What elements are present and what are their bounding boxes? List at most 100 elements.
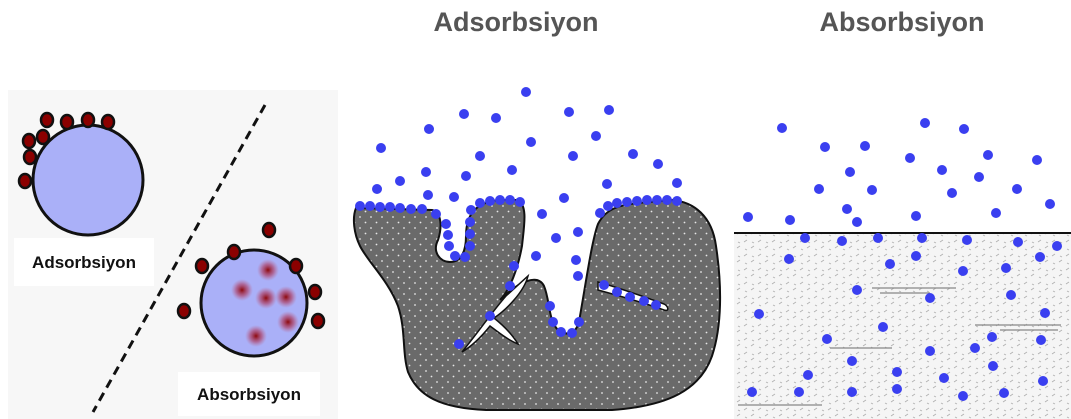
molecule xyxy=(820,142,830,152)
molecule xyxy=(461,171,471,181)
center-title: Adsorbsiyon xyxy=(433,7,598,37)
molecule xyxy=(625,292,635,302)
molecule xyxy=(564,107,574,117)
molecule xyxy=(988,361,998,371)
particle xyxy=(245,325,267,347)
molecule xyxy=(537,209,547,219)
molecule xyxy=(939,373,949,383)
molecule xyxy=(905,153,915,163)
molecule xyxy=(911,211,921,221)
molecule xyxy=(599,280,609,290)
molecule xyxy=(395,203,405,213)
molecule xyxy=(443,230,453,240)
molecule xyxy=(784,254,794,264)
molecule xyxy=(867,185,877,195)
molecule xyxy=(852,217,862,227)
particle xyxy=(257,259,279,281)
molecule xyxy=(376,143,386,153)
molecule xyxy=(444,241,454,251)
molecule xyxy=(837,236,847,246)
molecule xyxy=(505,281,515,291)
molecule xyxy=(507,165,517,175)
molecule xyxy=(947,188,957,198)
molecule xyxy=(567,328,577,338)
molecule xyxy=(628,149,638,159)
center-panel: Adsorbsiyon xyxy=(354,7,720,410)
molecule xyxy=(454,339,464,349)
molecule xyxy=(1001,263,1011,273)
molecule xyxy=(485,196,495,206)
molecule xyxy=(423,190,433,200)
molecule xyxy=(505,195,515,205)
molecule xyxy=(803,370,813,380)
molecule xyxy=(421,167,431,177)
molecule xyxy=(785,215,795,225)
molecule xyxy=(639,296,649,306)
particle xyxy=(309,285,321,299)
particle xyxy=(263,223,275,237)
molecule xyxy=(794,387,804,397)
molecule xyxy=(845,167,855,177)
molecule xyxy=(892,384,902,394)
molecule xyxy=(375,202,385,212)
molecule xyxy=(1013,237,1023,247)
molecule xyxy=(800,233,810,243)
right-title: Absorbsiyon xyxy=(819,7,984,37)
adsorbent-sphere xyxy=(33,125,143,235)
particle xyxy=(19,174,31,188)
molecule xyxy=(962,235,972,245)
molecule xyxy=(491,113,501,123)
molecule xyxy=(441,219,451,229)
molecule xyxy=(983,150,993,160)
molecule xyxy=(911,251,921,261)
molecule xyxy=(958,391,968,401)
particle xyxy=(102,115,114,129)
molecule xyxy=(602,179,612,189)
particle xyxy=(255,287,277,309)
particle xyxy=(228,245,240,259)
molecule xyxy=(545,301,555,311)
molecule xyxy=(1012,184,1022,194)
molecule xyxy=(365,201,375,211)
molecule xyxy=(754,309,764,319)
molecule xyxy=(574,317,584,327)
particle xyxy=(61,115,73,129)
molecule xyxy=(777,123,787,133)
molecule xyxy=(449,192,459,202)
molecule xyxy=(920,118,930,128)
gas-molecules xyxy=(743,118,1055,227)
molecule xyxy=(573,271,583,281)
adsorption-label: Adsorbsiyon xyxy=(32,253,136,272)
molecule xyxy=(959,124,969,134)
molecule xyxy=(515,197,525,207)
left-panel: Adsorbsiyon Absorbs xyxy=(8,90,338,419)
molecule xyxy=(559,193,569,203)
molecule xyxy=(662,195,672,205)
molecule xyxy=(591,131,601,141)
molecule xyxy=(892,367,902,377)
molecule xyxy=(651,300,661,310)
molecule xyxy=(595,208,605,218)
particle xyxy=(41,113,53,127)
molecule xyxy=(852,285,862,295)
particle xyxy=(196,259,208,273)
molecule xyxy=(475,151,485,161)
molecule xyxy=(847,387,857,397)
molecule xyxy=(1052,241,1062,251)
molecule xyxy=(991,208,1001,218)
molecule xyxy=(385,202,395,212)
molecule xyxy=(1006,290,1016,300)
molecule xyxy=(974,172,984,182)
particle xyxy=(82,113,94,127)
molecule xyxy=(475,198,485,208)
molecule xyxy=(747,387,757,397)
molecule xyxy=(999,388,1009,398)
molecule xyxy=(842,204,852,214)
molecule xyxy=(642,195,652,205)
molecule xyxy=(460,252,470,262)
molecule xyxy=(1038,376,1048,386)
molecule xyxy=(925,346,935,356)
molecule xyxy=(743,212,753,222)
molecule xyxy=(466,205,476,215)
molecule xyxy=(450,251,460,261)
